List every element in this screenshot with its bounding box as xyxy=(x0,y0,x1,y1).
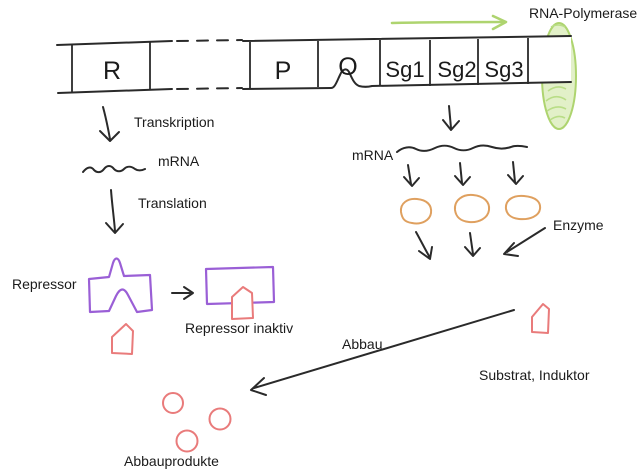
label-mrna-right: mRNA xyxy=(352,147,394,163)
enzyme-action-arrow-1 xyxy=(415,231,433,260)
enzyme-blob-2 xyxy=(453,193,491,224)
label-abbau: Abbau xyxy=(342,336,382,352)
transcription-arrowhead-right xyxy=(442,119,460,131)
gene-label-promoter: P xyxy=(275,57,292,85)
enzyme-blob-1 xyxy=(399,197,433,225)
track-right-top-line xyxy=(242,35,572,42)
inducer-shape-bound xyxy=(231,286,254,320)
translation-arrow-1 xyxy=(403,164,420,187)
translation-arrow-2 xyxy=(454,162,471,186)
regulator-pathway xyxy=(82,106,146,234)
substrate-inducer-shape xyxy=(531,303,550,334)
repressor-inactive-shape xyxy=(204,265,276,306)
label-enzyme: Enzyme xyxy=(553,217,604,233)
label-rna-polymerase: RNA-Polymerase xyxy=(529,5,637,21)
repressor-active-shape xyxy=(87,257,154,314)
translation-arrow xyxy=(110,189,116,232)
label-translation: Translation xyxy=(138,195,207,211)
track-dashed-bottom xyxy=(176,87,243,90)
degradation-group xyxy=(162,303,550,453)
gene-label-sg3: Sg3 xyxy=(484,57,523,82)
label-substrat-induktor: Substrat, Induktor xyxy=(479,367,590,383)
degradation-product-2 xyxy=(208,407,232,431)
enzyme-action-arrow-2 xyxy=(464,232,481,257)
gene-label-sg1: Sg1 xyxy=(385,57,424,82)
label-mrna-left: mRNA xyxy=(158,153,200,169)
mrna-squiggle-right xyxy=(396,144,528,153)
enzyme-blob-3 xyxy=(504,194,542,221)
transkription-arrowhead xyxy=(99,130,120,142)
transkription-arrow xyxy=(102,106,111,140)
inducer-shape-free xyxy=(111,323,134,355)
transcription-direction-arrow xyxy=(390,14,508,31)
mrna-squiggle-left xyxy=(82,165,146,174)
gene-label-regulator: R xyxy=(103,57,121,85)
degradation-product-3 xyxy=(175,429,199,453)
label-repressor: Repressor xyxy=(12,276,77,292)
repressor-inactivation-arrowhead xyxy=(183,286,194,300)
gene-track: R P O Sg1 Sg2 Sg3 xyxy=(56,35,572,94)
translation-arrowhead xyxy=(105,222,124,234)
text-labels: RNA-Polymerase Transkription mRNA Transl… xyxy=(12,5,637,469)
track-left-bottom-line xyxy=(57,88,173,94)
gene-label-operator: O xyxy=(338,53,357,81)
blob-scribble-texture xyxy=(545,24,567,121)
label-abbauprodukte: Abbauprodukte xyxy=(124,453,219,469)
track-dashed-top xyxy=(176,39,243,42)
gene-track-band xyxy=(243,36,571,89)
enzyme-action-arrow-3 xyxy=(503,227,546,257)
track-left-top-line xyxy=(56,40,173,46)
label-transkription: Transkription xyxy=(134,114,214,130)
label-repressor-inaktiv: Repressor inaktiv xyxy=(185,320,293,336)
transcription-arrow-right xyxy=(448,105,452,129)
gene-label-sg2: Sg2 xyxy=(437,57,476,82)
translation-arrow-3 xyxy=(507,161,524,185)
degradation-product-1 xyxy=(162,392,184,414)
abbau-arrow xyxy=(250,309,515,396)
track-right-bottom-line-with-operator-bump xyxy=(242,68,572,90)
structural-gene-pathway xyxy=(396,105,546,260)
repressor-group xyxy=(87,257,276,355)
